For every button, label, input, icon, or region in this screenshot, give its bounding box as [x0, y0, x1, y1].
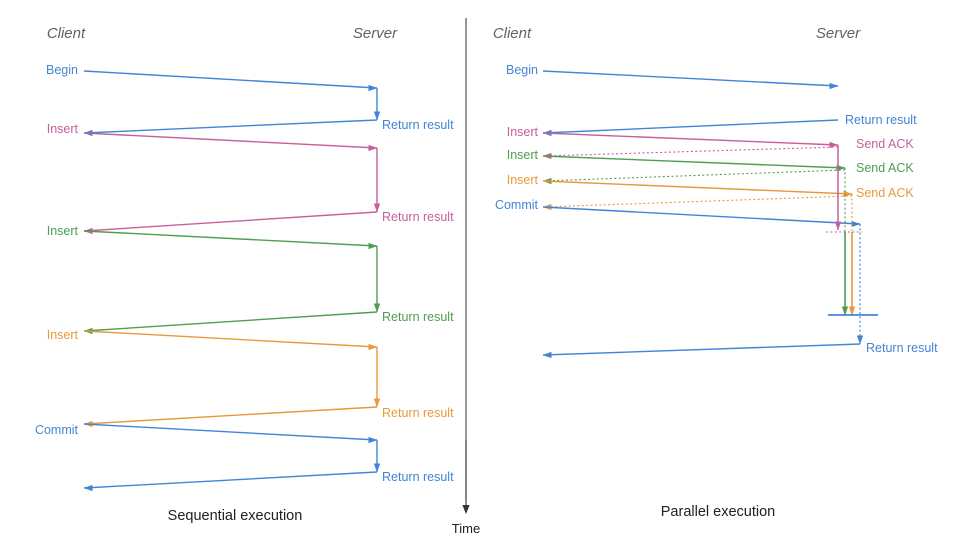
message-label-return-commit: Return result [866, 341, 938, 355]
message-line-insert-3 [542, 180, 853, 198]
lane-header-client: Client [493, 25, 532, 42]
message-label-insert-3: Insert [47, 328, 79, 342]
message-line-begin [83, 70, 378, 92]
message-label-return-ins-1: Return result [382, 210, 454, 224]
message-line-insert-2 [542, 155, 846, 172]
message-label-insert-2: Insert [47, 224, 79, 238]
message-label-begin: Begin [46, 63, 78, 77]
message-label-ack-2: Send ACK [856, 161, 914, 175]
panel-caption-sequential: Sequential execution [168, 508, 303, 524]
message-line-ack-1 [542, 146, 839, 160]
message-label-return-ins-3: Return result [382, 406, 454, 420]
message-line-return-commit [542, 343, 861, 359]
message-label-insert-2: Insert [507, 148, 539, 162]
message-line-commit [542, 206, 861, 228]
panel-caption-parallel: Parallel execution [661, 504, 775, 520]
message-line-return-commit [83, 471, 378, 492]
message-label-begin: Begin [506, 63, 538, 77]
time-axis-label: Time [452, 521, 480, 536]
message-line-return-ins-2 [83, 311, 378, 335]
message-label-return-begin: Return result [845, 113, 917, 127]
message-line-return-ins-1 [83, 211, 378, 235]
message-line-begin [542, 70, 839, 90]
message-line-insert-1 [542, 132, 839, 149]
lane-header-server: Server [816, 25, 861, 42]
message-line-commit [83, 423, 378, 444]
message-label-ack-3: Send ACK [856, 186, 914, 200]
message-label-ack-1: Send ACK [856, 137, 914, 151]
message-line-return-ins-3 [83, 406, 378, 428]
message-label-insert-1: Insert [507, 125, 539, 139]
lane-header-client: Client [47, 25, 86, 42]
message-line-insert-3 [83, 330, 378, 351]
message-line-insert-2 [83, 230, 378, 250]
message-line-return-begin [542, 119, 839, 137]
lane-header-server: Server [353, 25, 398, 42]
message-label-return-commit: Return result [382, 470, 454, 484]
message-line-return-begin [83, 119, 378, 137]
message-label-return-ins-2: Return result [382, 310, 454, 324]
message-line-ack-3 [542, 195, 853, 211]
message-label-commit: Commit [35, 423, 79, 437]
message-label-insert-1: Insert [47, 122, 79, 136]
message-line-insert-1 [83, 132, 378, 152]
message-label-return-begin: Return result [382, 118, 454, 132]
message-label-insert-3: Insert [507, 173, 539, 187]
message-label-commit: Commit [495, 198, 539, 212]
message-line-ack-2 [542, 169, 846, 185]
time-axis-arrowhead [462, 505, 470, 514]
time-axis: Time [452, 440, 480, 536]
